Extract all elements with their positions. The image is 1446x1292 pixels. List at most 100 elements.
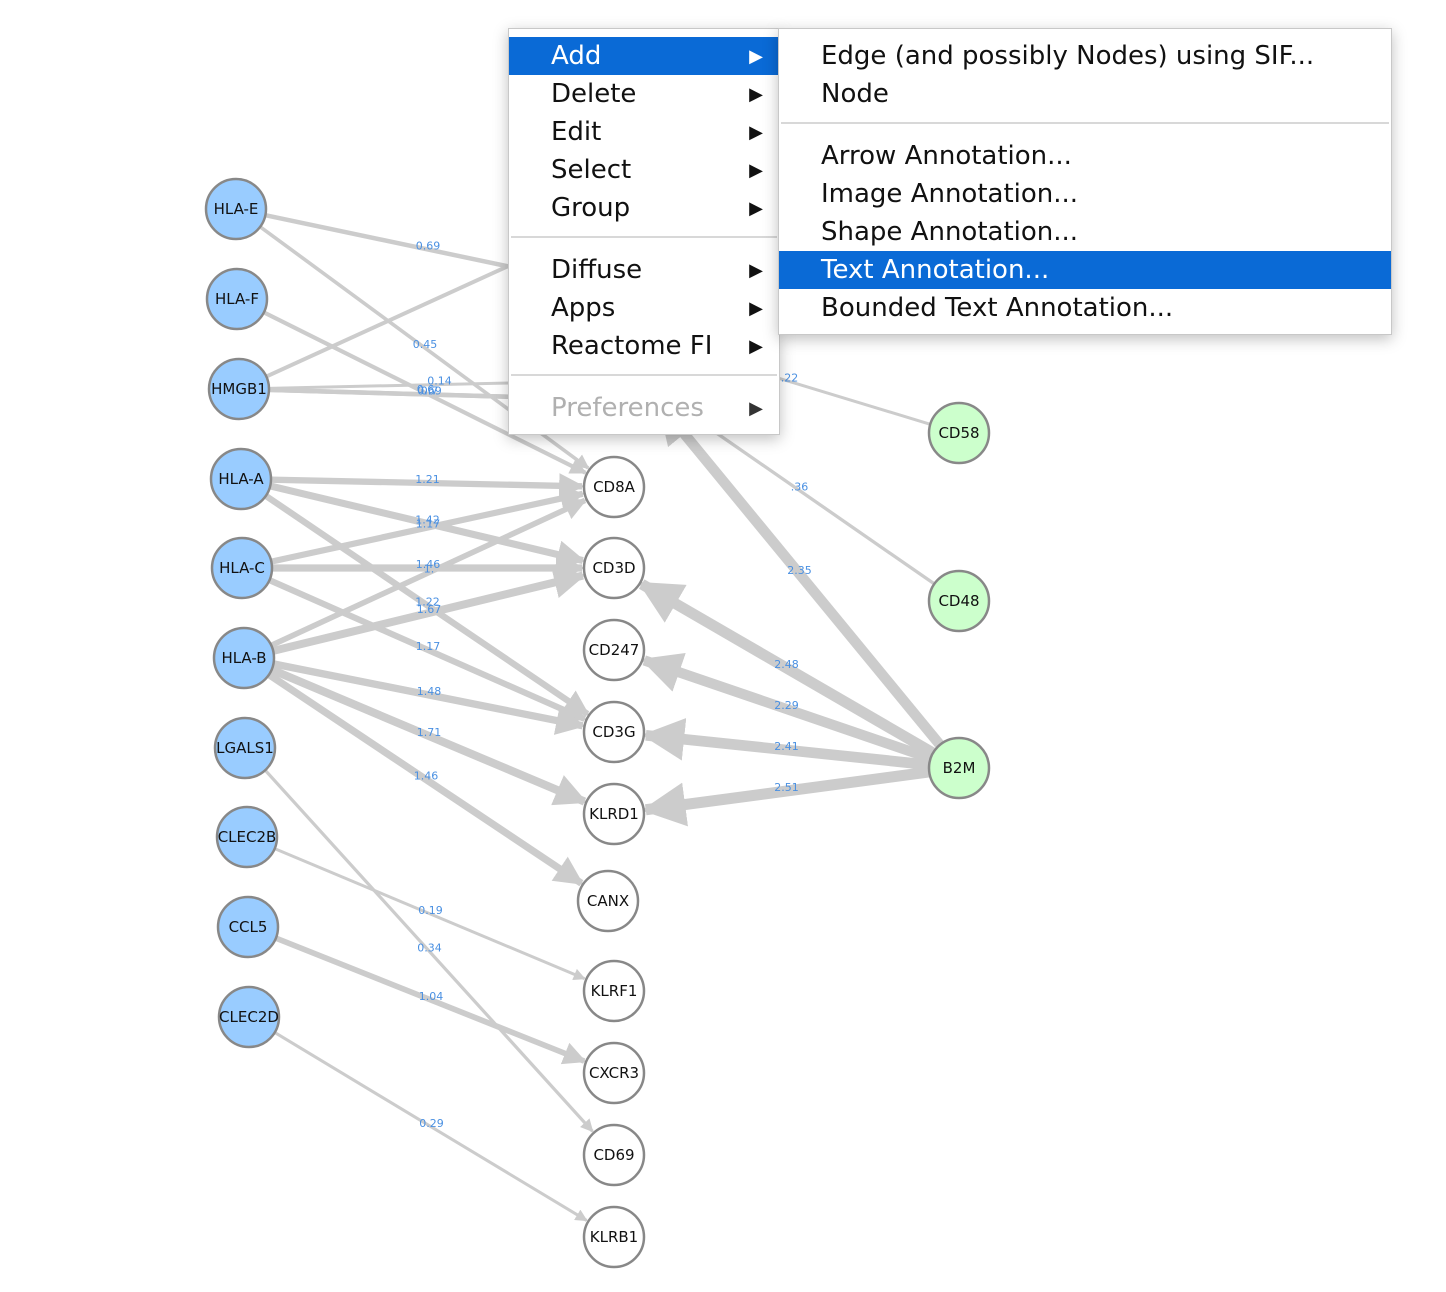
- node-cd48[interactable]: CD48: [927, 569, 991, 633]
- node-circle: [927, 569, 991, 633]
- node-b2m[interactable]: B2M: [927, 736, 991, 800]
- menu-separator: [781, 122, 1389, 124]
- node-hla-a[interactable]: HLA-A: [209, 447, 273, 511]
- submenu-item-arrow-annotation[interactable]: Arrow Annotation...: [779, 137, 1391, 175]
- edge-HLA-B-CD8A[interactable]: [270, 497, 587, 648]
- node-klrf1[interactable]: KLRF1: [582, 959, 646, 1023]
- edge-HLA-A-CD8A[interactable]: [270, 473, 585, 499]
- submenu-arrow-icon: ▶: [749, 397, 763, 419]
- node-hla-f[interactable]: HLA-F: [205, 267, 269, 331]
- edge-weight-label: 0.45: [413, 338, 438, 351]
- edge-HLA-B-CD3D[interactable]: [272, 566, 587, 655]
- edge-CLEC2B-KLRF1[interactable]: [274, 847, 586, 981]
- edge-HLA-A-CD3G[interactable]: [264, 493, 590, 717]
- node-hmgb1[interactable]: HMGB1: [207, 357, 271, 421]
- node-cd3g[interactable]: CD3G: [582, 700, 646, 764]
- edge-layer: [259, 212, 944, 1222]
- edge-HLA-A-CD3D[interactable]: [269, 482, 586, 569]
- submenu-item-bounded-text-annotation[interactable]: Bounded Text Annotation...: [779, 289, 1391, 327]
- node-clec2b[interactable]: CLEC2B: [215, 805, 279, 869]
- menu-item-apps[interactable]: Apps▶: [509, 289, 779, 327]
- submenu-item-shape-annotation[interactable]: Shape Annotation...: [779, 213, 1391, 251]
- node-label: CD247: [589, 641, 640, 659]
- edge-B2M-CD3G[interactable]: [641, 718, 930, 771]
- node-cd247[interactable]: CD247: [582, 618, 646, 682]
- submenu-arrow-icon: ▶: [749, 197, 763, 219]
- node-cd8a[interactable]: CD8A: [582, 455, 646, 519]
- submenu-item-label: Node: [821, 79, 889, 109]
- edge-weight-label: 0.34: [417, 942, 442, 955]
- edge-HLA-B-CANX[interactable]: [266, 671, 584, 887]
- node-label: KLRB1: [590, 1228, 638, 1246]
- node-circle: [582, 959, 646, 1023]
- edge-B2M-CD3D[interactable]: [637, 579, 936, 758]
- node-lgals1[interactable]: LGALS1: [213, 716, 277, 780]
- menu-separator: [511, 236, 777, 238]
- add-submenu: Edge (and possibly Nodes) using SIF... N…: [778, 28, 1392, 335]
- menu-item-label: Delete: [551, 79, 637, 109]
- edge-HLA-C-CD8A[interactable]: [270, 486, 586, 565]
- edge-weight-label: .36: [791, 481, 809, 494]
- edge-LGALS1-CD69[interactable]: [263, 769, 594, 1133]
- node-circle: [213, 716, 277, 780]
- menu-item-preferences[interactable]: Preferences▶: [509, 389, 779, 427]
- submenu-arrow-icon: ▶: [749, 297, 763, 319]
- edge-CCL5-CXCR3[interactable]: [274, 935, 587, 1065]
- node-cd3d[interactable]: CD3D: [582, 536, 646, 600]
- node-hla-c[interactable]: HLA-C: [210, 536, 274, 600]
- menu-item-label: Edit: [551, 117, 602, 147]
- node-klrb1[interactable]: KLRB1: [582, 1205, 646, 1269]
- node-cd69[interactable]: CD69: [582, 1123, 646, 1187]
- edge-B2M-H5[interactable]: [656, 401, 944, 749]
- menu-item-edit[interactable]: Edit ▶: [509, 113, 779, 151]
- node-circle: [927, 401, 991, 465]
- submenu-item-node[interactable]: Node: [779, 75, 1391, 113]
- node-label: HLA-C: [219, 559, 265, 577]
- submenu-item-image-annotation[interactable]: Image Annotation...: [779, 175, 1391, 213]
- node-clec2d[interactable]: CLEC2D: [217, 985, 281, 1049]
- edge-weight-label: 1.71: [417, 726, 442, 739]
- submenu-item-label: Edge (and possibly Nodes) using SIF...: [821, 41, 1315, 71]
- menu-item-add[interactable]: Add▶: [509, 37, 779, 75]
- node-hla-b[interactable]: HLA-B: [212, 626, 276, 690]
- menu-item-reactome-fi[interactable]: Reactome FI▶: [509, 327, 779, 365]
- submenu-arrow-icon: ▶: [749, 159, 763, 181]
- node-label: CD48: [938, 592, 979, 610]
- submenu-item-edge-sif[interactable]: Edge (and possibly Nodes) using SIF...: [779, 37, 1391, 75]
- edge-HLA-B-CD3G[interactable]: [272, 660, 586, 735]
- edge-weight-label: .22: [781, 372, 799, 385]
- edge-B2M-KLRD1[interactable]: [641, 766, 930, 827]
- edge-weight-label: 0.69: [417, 385, 442, 398]
- node-label: CANX: [587, 892, 629, 910]
- node-canx[interactable]: CANX: [576, 869, 640, 933]
- edge-weight-label: 0.14: [427, 375, 452, 388]
- node-klrd1[interactable]: KLRD1: [582, 782, 646, 846]
- node-circle: [576, 869, 640, 933]
- submenu-arrow-icon: ▶: [749, 121, 763, 143]
- edge-HLA-C-CD3G[interactable]: [268, 577, 587, 722]
- menu-item-group[interactable]: Group▶: [509, 189, 779, 227]
- node-ccl5[interactable]: CCL5: [216, 895, 280, 959]
- edge-weight-label: 2.51: [774, 781, 799, 794]
- submenu-item-label: Text Annotation...: [821, 255, 1050, 285]
- submenu-item-text-annotation[interactable]: Text Annotation...: [779, 251, 1391, 289]
- edge-CLEC2D-KLRB1[interactable]: [273, 1031, 588, 1222]
- submenu-item-label: Arrow Annotation...: [821, 141, 1072, 171]
- edge-weight-label: 1.: [424, 563, 435, 576]
- node-circle: [582, 536, 646, 600]
- node-cxcr3[interactable]: CXCR3: [582, 1041, 646, 1105]
- menu-item-delete[interactable]: Delete▶: [509, 75, 779, 113]
- edge-weight-label: 1.67: [417, 603, 442, 616]
- node-circle: [209, 447, 273, 511]
- node-cd58[interactable]: CD58: [927, 401, 991, 465]
- node-circle: [212, 626, 276, 690]
- node-hla-e[interactable]: HLA-E: [204, 177, 268, 241]
- edge-weight-label: 1.04: [419, 990, 444, 1003]
- edge-B2M-CD247[interactable]: [640, 652, 933, 764]
- menu-item-select[interactable]: Select▶: [509, 151, 779, 189]
- menu-item-diffuse[interactable]: Diffuse▶: [509, 251, 779, 289]
- node-circle: [207, 357, 271, 421]
- edge-HLA-B-KLRD1[interactable]: [270, 665, 588, 806]
